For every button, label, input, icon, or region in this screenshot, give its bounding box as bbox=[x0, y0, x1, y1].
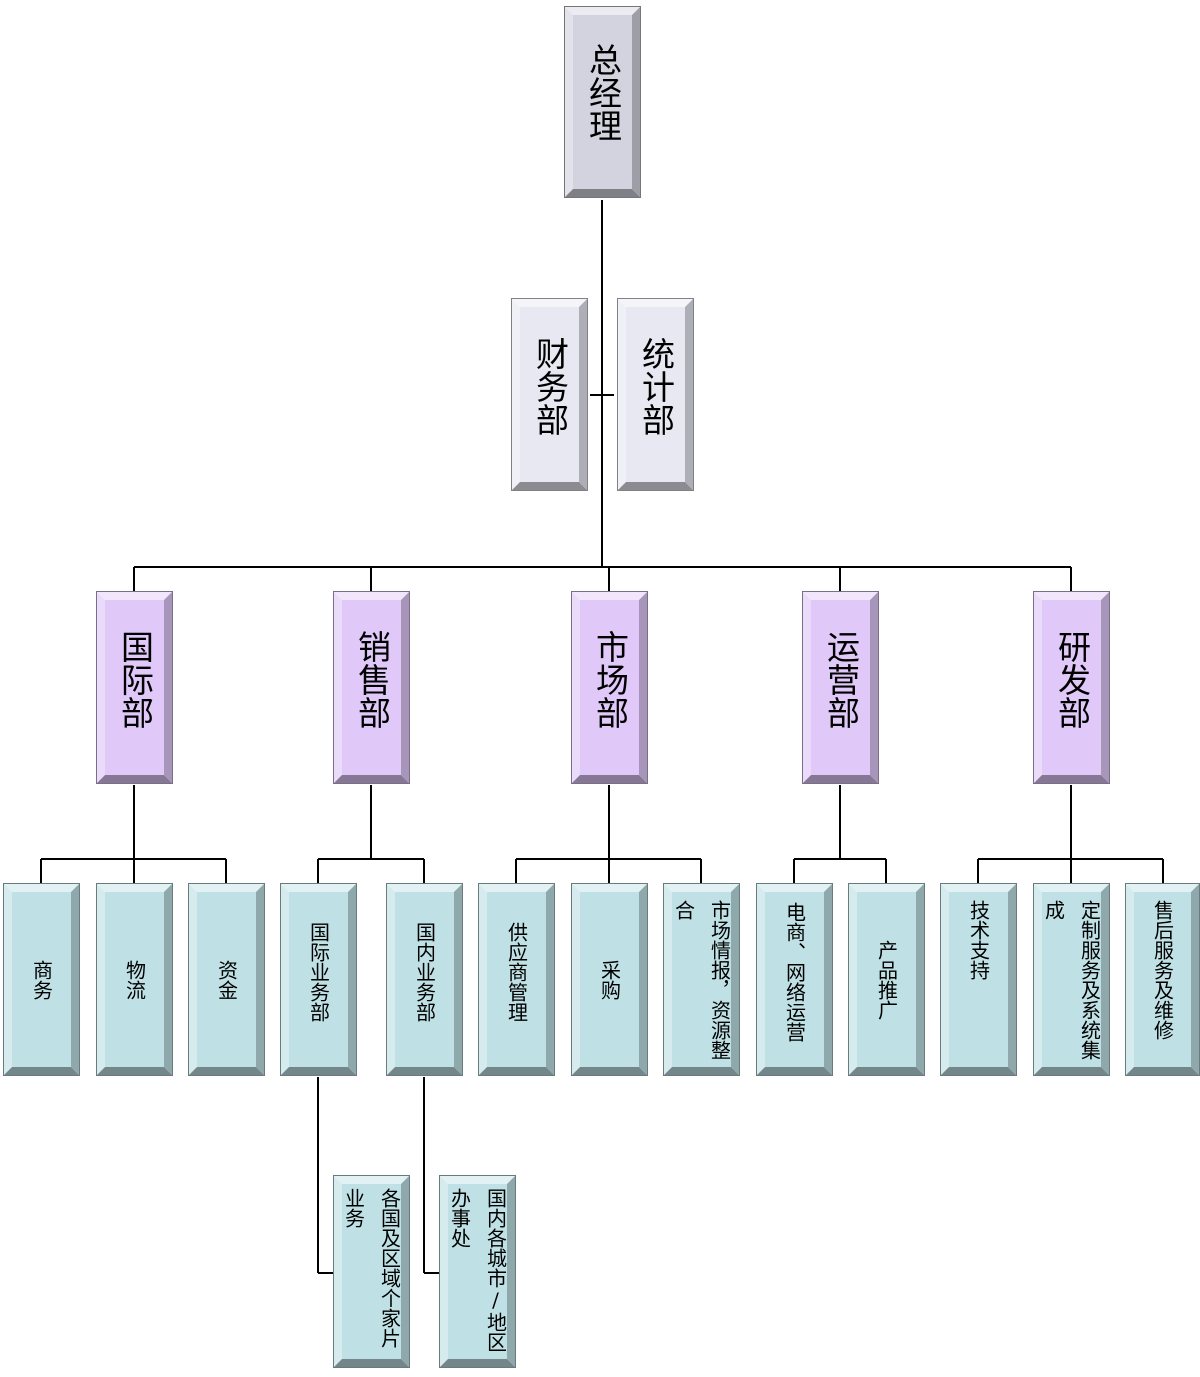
node-operations-dept: 运营部 bbox=[802, 591, 879, 784]
node-label: 资金 bbox=[214, 959, 239, 1000]
node-custom-services: 定制服务及系统集成 bbox=[1033, 883, 1110, 1076]
node-bevel bbox=[848, 883, 925, 1076]
node-country-regions: 各国及区域个家片业务 bbox=[333, 1175, 410, 1368]
node-after-sales: 售后服务及维修 bbox=[1125, 883, 1200, 1076]
node-domestic-offices: 国内各城市/地区办事处 bbox=[439, 1175, 516, 1368]
node-label: 电商、网络运营 bbox=[782, 902, 807, 1042]
node-label: 市场情报，资源整合 bbox=[672, 900, 731, 1060]
node-label: 财务部 bbox=[530, 337, 570, 436]
node-label: 产品推广 bbox=[874, 939, 899, 1020]
node-label: 国际业务部 bbox=[306, 922, 331, 1022]
node-label: 定制服务及系统集成 bbox=[1042, 900, 1101, 1060]
node-label: 技术支持 bbox=[966, 900, 991, 980]
node-label: 国内业务部 bbox=[412, 922, 437, 1022]
node-bevel bbox=[617, 298, 694, 491]
node-bevel bbox=[756, 883, 833, 1076]
node-product-promotion: 产品推广 bbox=[848, 883, 925, 1076]
node-procurement: 采购 bbox=[571, 883, 648, 1076]
node-domestic-business: 国内业务部 bbox=[386, 883, 463, 1076]
node-label: 各国及区域个家片业务 bbox=[342, 1188, 401, 1348]
node-bevel bbox=[1033, 591, 1110, 784]
node-bevel bbox=[96, 591, 173, 784]
node-bevel bbox=[188, 883, 265, 1076]
node-label: 供应商管理 bbox=[504, 922, 529, 1022]
node-rd-dept: 研发部 bbox=[1033, 591, 1110, 784]
node-bevel bbox=[511, 298, 588, 491]
node-funds: 资金 bbox=[188, 883, 265, 1076]
node-label: 总经理 bbox=[583, 43, 623, 142]
node-finance: 财务部 bbox=[511, 298, 588, 491]
node-bevel bbox=[478, 883, 555, 1076]
node-statistics: 统计部 bbox=[617, 298, 694, 491]
node-bevel bbox=[280, 883, 357, 1076]
node-bevel bbox=[1033, 883, 1110, 1076]
node-technical-support: 技术支持 bbox=[940, 883, 1017, 1076]
node-label: 商务 bbox=[29, 959, 54, 1000]
node-label: 物流 bbox=[122, 959, 147, 1000]
node-label: 销售部 bbox=[352, 630, 392, 729]
node-bevel bbox=[571, 591, 648, 784]
node-international-dept: 国际部 bbox=[96, 591, 173, 784]
node-bevel bbox=[96, 883, 173, 1076]
node-bevel bbox=[3, 883, 80, 1076]
node-intl-business: 国际业务部 bbox=[280, 883, 357, 1076]
node-sales-dept: 销售部 bbox=[333, 591, 410, 784]
node-bevel bbox=[1125, 883, 1200, 1076]
node-label: 市场部 bbox=[590, 630, 630, 729]
node-bevel bbox=[663, 883, 740, 1076]
node-logistics: 物流 bbox=[96, 883, 173, 1076]
node-bevel bbox=[333, 591, 410, 784]
node-market-dept: 市场部 bbox=[571, 591, 648, 784]
node-label: 国际部 bbox=[115, 630, 155, 729]
node-label: 统计部 bbox=[636, 337, 676, 436]
node-bevel bbox=[564, 6, 641, 198]
node-bevel bbox=[386, 883, 463, 1076]
node-ecommerce-operations: 电商、网络运营 bbox=[756, 883, 833, 1076]
node-label: 国内各城市/地区办事处 bbox=[448, 1188, 507, 1352]
node-bevel bbox=[439, 1175, 516, 1368]
node-bevel bbox=[802, 591, 879, 784]
node-bevel bbox=[571, 883, 648, 1076]
node-general-manager: 总经理 bbox=[564, 6, 641, 198]
node-bevel bbox=[940, 883, 1017, 1076]
node-bevel bbox=[333, 1175, 410, 1368]
node-label: 售后服务及维修 bbox=[1150, 900, 1175, 1040]
node-commerce: 商务 bbox=[3, 883, 80, 1076]
node-label: 运营部 bbox=[821, 630, 861, 729]
node-market-intelligence: 市场情报，资源整合 bbox=[663, 883, 740, 1076]
node-label: 采购 bbox=[597, 959, 622, 1000]
node-label: 研发部 bbox=[1052, 630, 1092, 729]
node-supplier-management: 供应商管理 bbox=[478, 883, 555, 1076]
